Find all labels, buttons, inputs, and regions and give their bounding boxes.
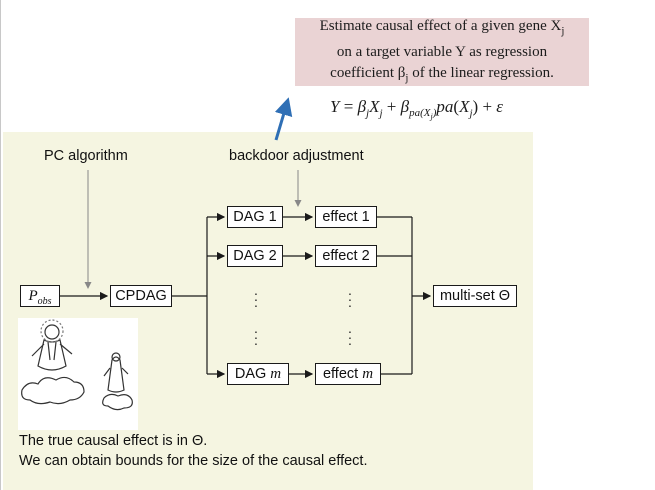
callout-line-1: Estimate causal effect of a given gene X… [319,17,565,37]
callout-line-3: coefficient βj of the linear regression. [330,64,554,84]
vertical-ellipsis-icon: ··· [347,323,353,351]
vertical-ellipsis-icon: ··· [347,285,353,313]
vertical-ellipsis-icon: ··· [253,285,259,313]
caption-line-1: The true causal effect is in Θ. [19,433,208,449]
caption-line-2: We can obtain bounds for the size of the… [19,453,368,469]
cartoon-drawing [21,319,133,411]
diagram-panel [3,132,533,490]
pc-algorithm-label: PC algorithm [44,148,128,164]
multiset-theta-node: multi-set Θ [433,285,517,307]
estimate-callout: Estimate causal effect of a given gene X… [295,18,589,86]
dag-1-node: DAG 1 [227,206,283,228]
cpdag-node: CPDAG [110,285,172,307]
cartoon-image [18,318,138,430]
effect-m-node: effect m [315,363,381,385]
accent-arrow-icon [274,97,293,141]
callout-line-2: on a target variable Y as regression [336,43,548,60]
backdoor-adjustment-label: backdoor adjustment [229,148,364,164]
dag-m-node: DAG m [227,363,289,385]
dag-2-node: DAG 2 [227,245,283,267]
vertical-ellipsis-icon: ··· [253,323,259,351]
effect-1-node: effect 1 [315,206,377,228]
p-obs-node: Pobs [20,285,60,307]
regression-formula: Y = βjXj + βpa(Xj)pa(Xj) + ε [330,97,503,122]
page-left-rule [0,0,1,490]
effect-2-node: effect 2 [315,245,377,267]
